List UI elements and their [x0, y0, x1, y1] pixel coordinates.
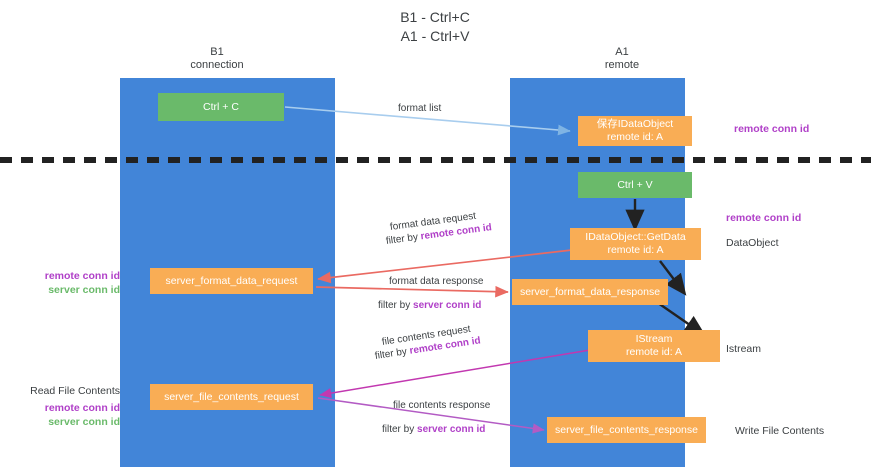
filter-prefix: filter by [382, 424, 418, 435]
swimlane-header-a1: A1 remote [604, 46, 640, 71]
swimlane-header-b1: B1 connection [190, 46, 244, 71]
label-file-contents-response: file contents response [393, 400, 491, 411]
side-label-dataobject: DataObject [726, 237, 779, 249]
filter-key: server conn id [417, 424, 486, 435]
filter-prefix: filter by [385, 231, 422, 247]
node-ctrl-v[interactable]: Ctrl + V [578, 172, 692, 198]
side-label-write-file-contents: Write File Contents [735, 425, 825, 437]
side-label-istream: Istream [726, 343, 762, 355]
page-title: B1 - Ctrl+C A1 - Ctrl+V [400, 9, 470, 44]
server-conn-id-text: server conn id [48, 284, 120, 296]
node-istream[interactable]: IStream remote id: A [588, 330, 720, 362]
remote-conn-id-text: remote conn id [44, 270, 120, 282]
side-label-remote-conn-id-top: remote conn id [734, 122, 809, 136]
remote-conn-id-text: remote conn id [734, 123, 810, 135]
side-label-read-file-contents: Read File Contents [30, 385, 120, 397]
node-save-idataobject[interactable]: 保存IDataObject remote id: A [578, 116, 692, 146]
remote-conn-id-text: remote conn id [44, 402, 120, 414]
filter-prefix: filter by [378, 300, 414, 311]
side-label-left-conn-ids-top: remote conn id server conn id [20, 269, 120, 297]
label-format-data-response: format data response [389, 276, 484, 287]
filter-prefix: filter by [374, 345, 411, 362]
node-server-file-contents-request[interactable]: server_file_contents_request [150, 384, 313, 410]
side-label-remote-conn-id-mid: remote conn id [726, 211, 801, 225]
remote-conn-id-text: remote conn id [726, 212, 802, 224]
side-label-left-conn-ids-bottom: remote conn id server conn id [20, 401, 120, 429]
label-format-list: format list [398, 103, 442, 114]
node-idataobject-getdata[interactable]: IDataObject::GetData remote id: A [570, 228, 701, 260]
label-file-contents-response-filter: filter by server conn id [382, 422, 485, 437]
node-server-format-data-response[interactable]: server_format_data_response [512, 279, 668, 305]
node-server-format-data-request[interactable]: server_format_data_request [150, 268, 313, 294]
filter-key: server conn id [413, 300, 482, 311]
node-ctrl-c[interactable]: Ctrl + C [158, 93, 284, 121]
label-format-data-response-filter: filter by server conn id [378, 298, 481, 313]
server-conn-id-text: server conn id [48, 416, 120, 428]
node-server-file-contents-response[interactable]: server_file_contents_response [547, 417, 706, 443]
